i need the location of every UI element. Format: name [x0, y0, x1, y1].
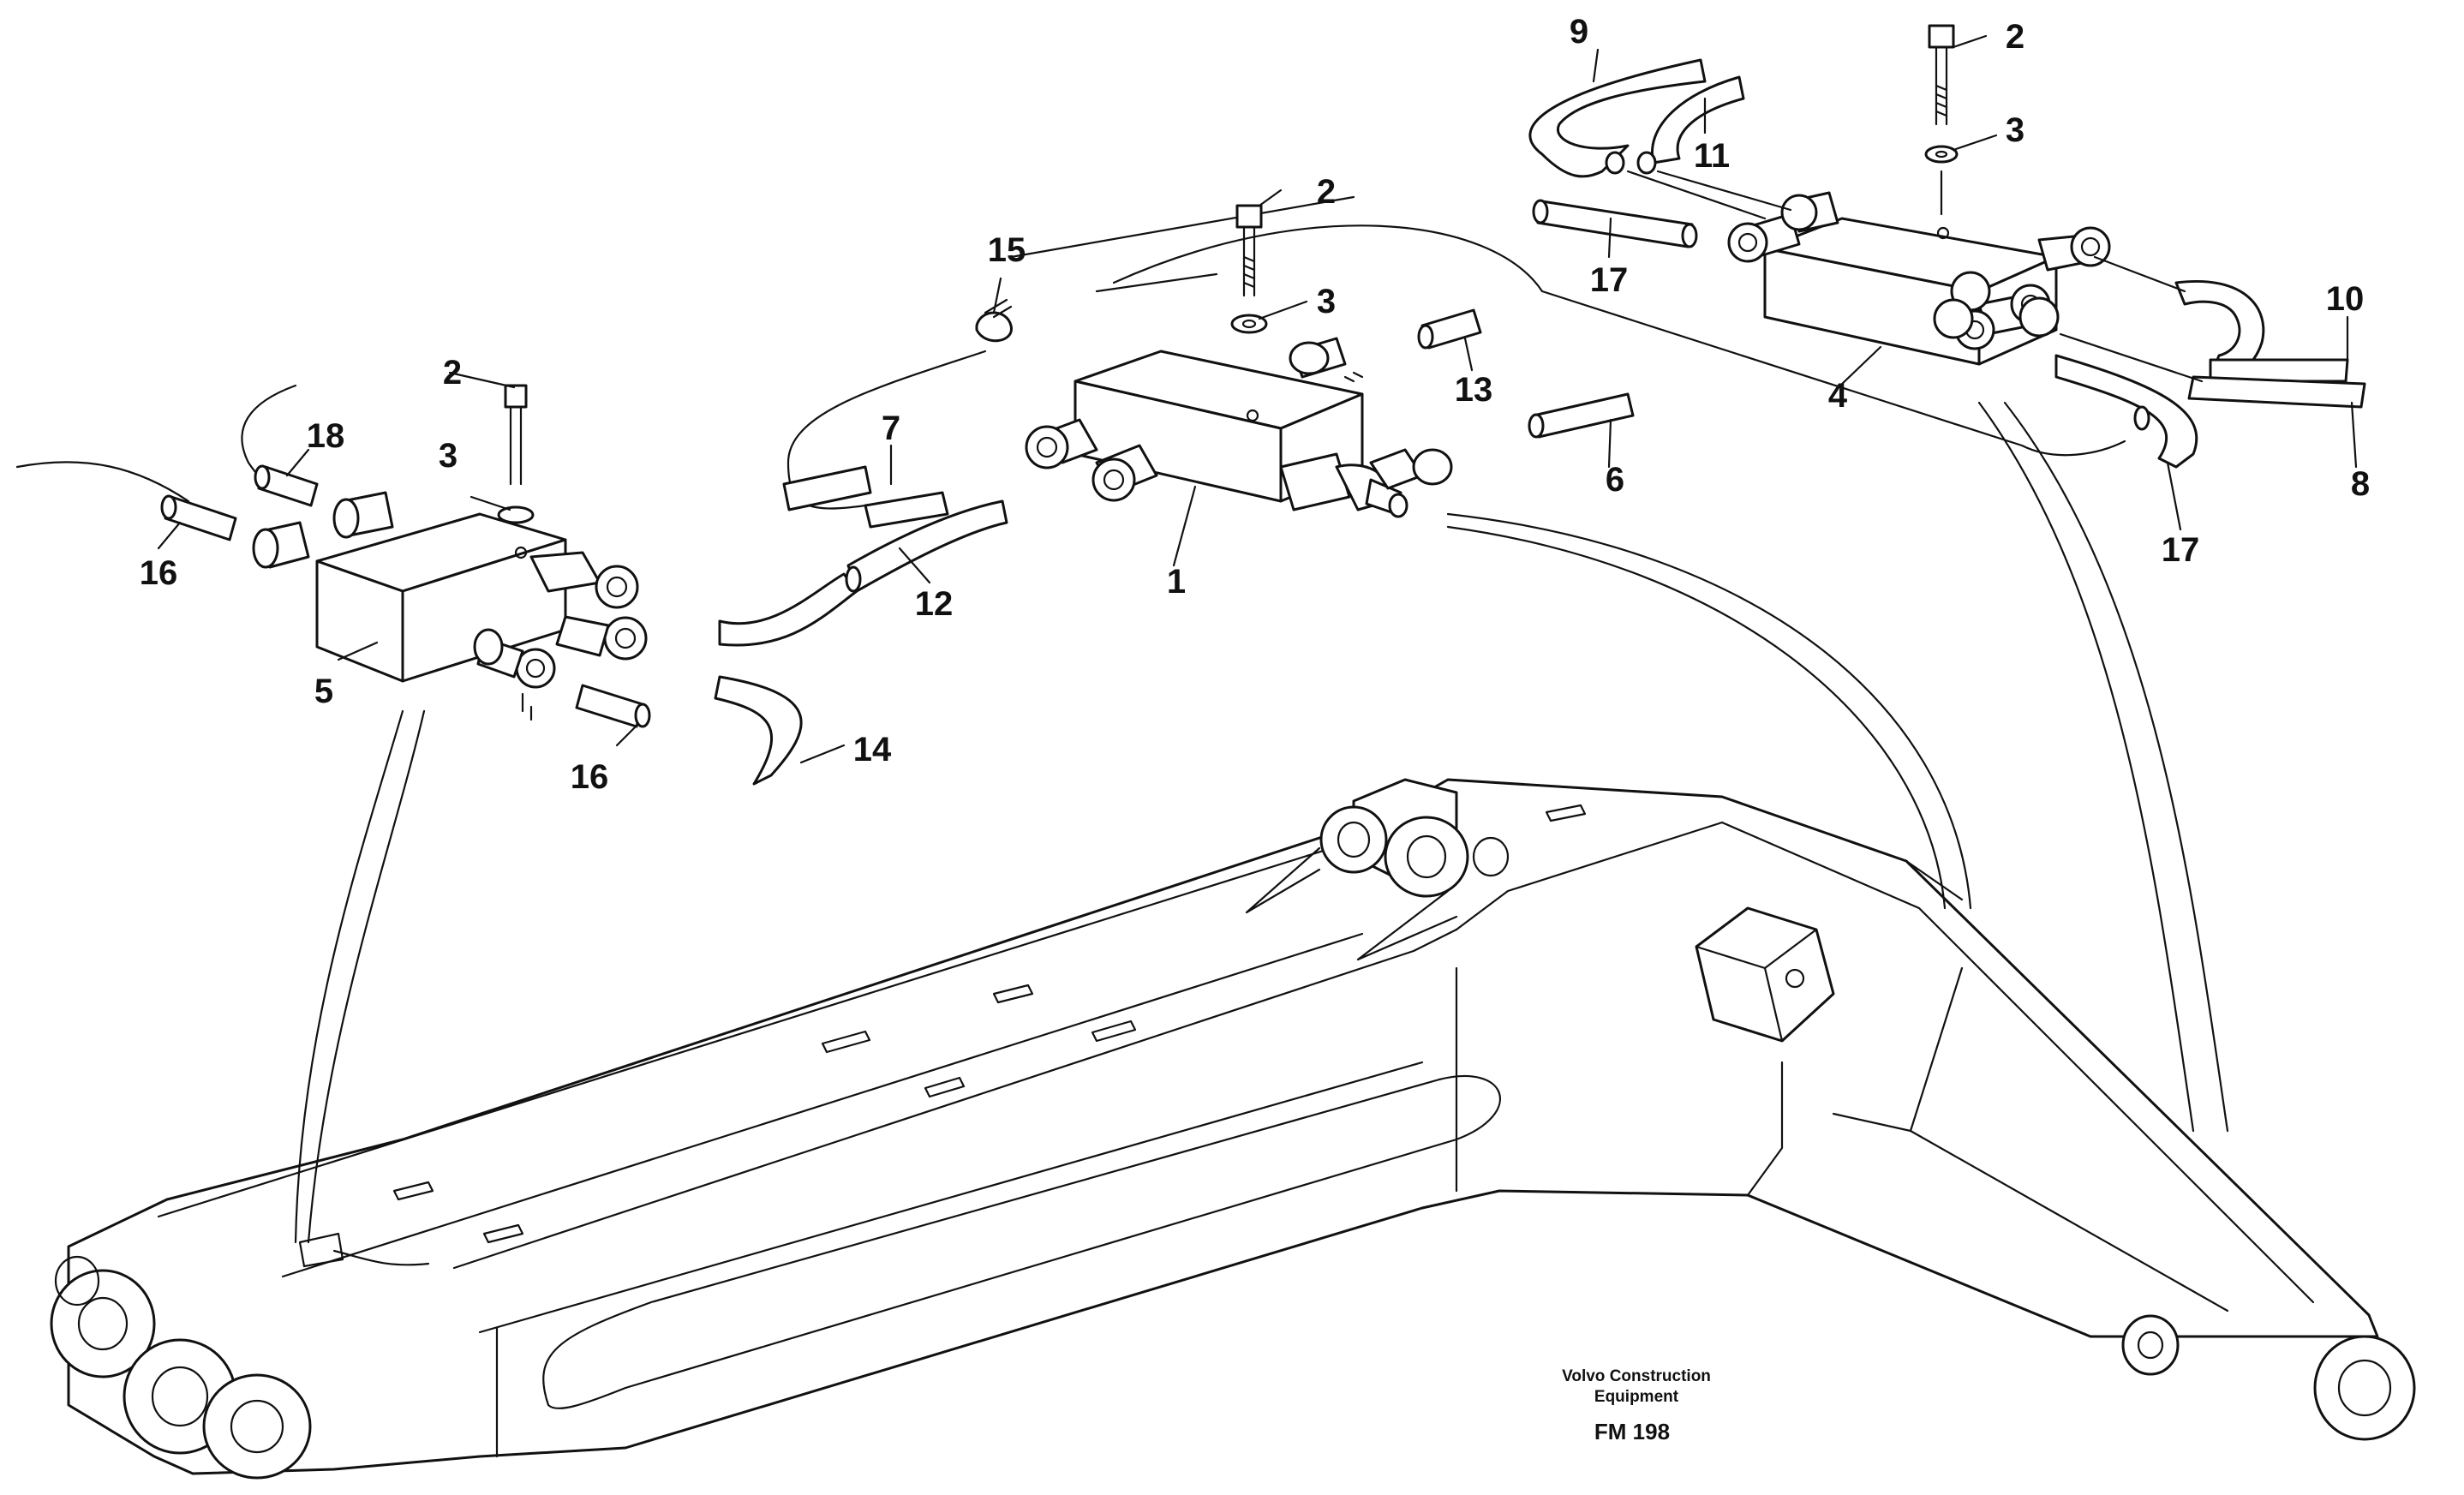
callout-16-left: 16	[140, 554, 178, 592]
callout-12: 12	[915, 585, 954, 623]
callout-1: 1	[1167, 563, 1186, 601]
callout-3-center: 3	[1317, 283, 1336, 320]
callout-2-left: 2	[443, 354, 462, 392]
callout-7: 7	[882, 410, 900, 447]
caption-company-line1: Volvo Construction	[1562, 1367, 1711, 1385]
drawing-caption: Volvo Construction Equipment FM 198	[1562, 1367, 1711, 1444]
callout-3-right: 3	[2006, 111, 2024, 149]
callout-3-left: 3	[439, 437, 458, 475]
callout-10: 10	[2326, 280, 2365, 318]
callout-16-bottom: 16	[571, 758, 609, 796]
caption-figure-code: FM 198	[1594, 1419, 1670, 1444]
callout-labels: 1 2 2 2 3 3 3 4 5 6 7 8 9 10 11 12 13 14…	[140, 13, 2370, 796]
valve-block-1	[782, 204, 1635, 593]
callout-6: 6	[1606, 461, 1624, 499]
callout-2-right: 2	[2006, 18, 2024, 56]
callout-13: 13	[1455, 371, 1493, 409]
callout-11: 11	[1694, 137, 1730, 175]
callout-17-left: 17	[1590, 261, 1629, 299]
caption-company-line2: Equipment	[1594, 1388, 1679, 1406]
callout-2-center: 2	[1317, 173, 1336, 211]
callout-17-right: 17	[2162, 531, 2200, 569]
callout-18: 18	[307, 417, 345, 455]
valve-block-5	[160, 384, 858, 786]
callout-5: 5	[314, 673, 333, 710]
callout-15: 15	[988, 231, 1026, 269]
hose-routing-lines	[15, 195, 2229, 1244]
valve-block-4	[1528, 24, 2366, 469]
callout-8: 8	[2351, 465, 2370, 503]
excavator-boom	[50, 778, 2416, 1480]
callout-leader-lines	[157, 34, 2358, 764]
callout-4: 4	[1828, 377, 1848, 415]
callout-14: 14	[853, 731, 892, 768]
callout-9: 9	[1570, 13, 1588, 51]
